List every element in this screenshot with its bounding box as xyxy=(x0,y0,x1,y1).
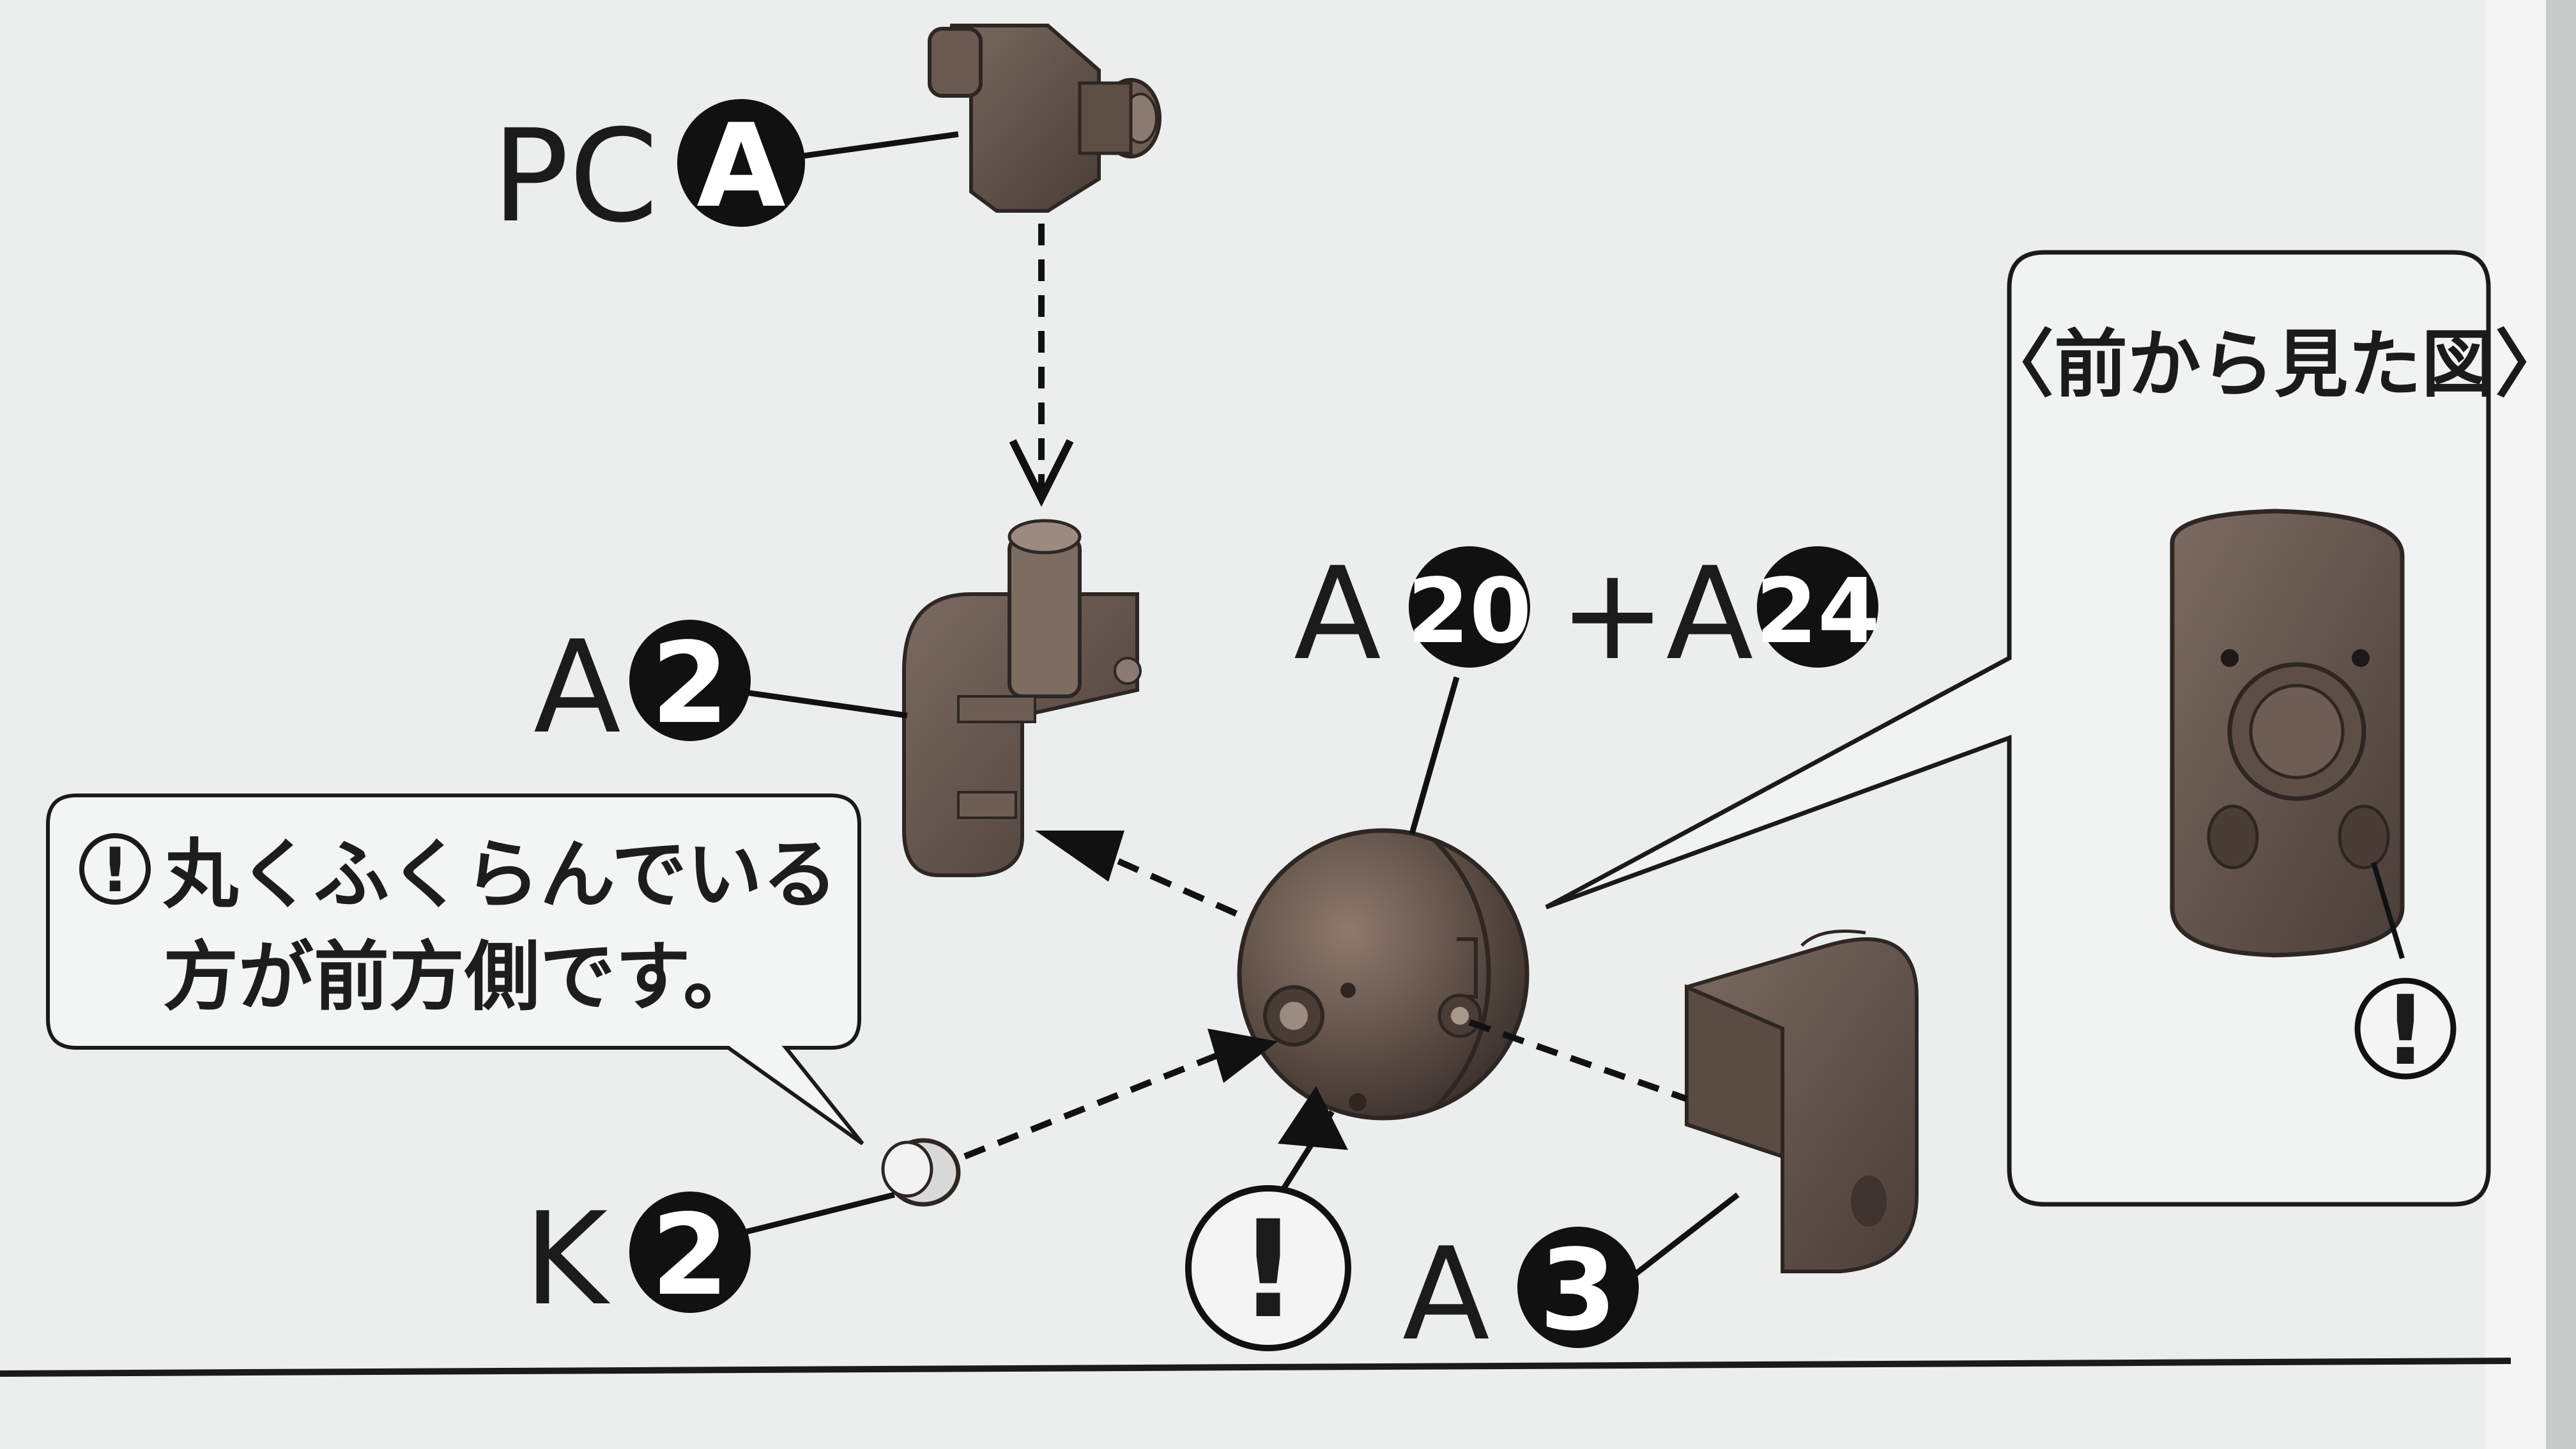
label-a2-id: 2 xyxy=(651,619,729,749)
label-a3: A 3 xyxy=(1402,1220,1639,1369)
part-k2-illustration xyxy=(881,1138,961,1207)
part-pc-a-illustration xyxy=(928,24,1162,213)
label-k2: K 2 xyxy=(524,1185,751,1334)
warning-marker: ! xyxy=(1185,1185,1351,1351)
label-pc-a-prefix: PC xyxy=(492,102,658,251)
part-ball-a20-a24-illustration xyxy=(1237,828,1529,1121)
label-a2-prefix: A xyxy=(533,613,621,762)
page-edge-shadow xyxy=(2546,0,2576,1449)
inset-title: 〈前から見た図〉 xyxy=(1981,322,2568,408)
label-k2-id: 2 xyxy=(651,1191,729,1321)
label-pc-a-id: A xyxy=(696,100,785,233)
inset-warning-icon xyxy=(2354,977,2457,1080)
arrow-k2-to-ball xyxy=(963,1045,1238,1160)
arrow-head-to-a2 xyxy=(1035,831,1124,882)
label-a3-id: 3 xyxy=(1539,1226,1617,1356)
warning-glyph: ! xyxy=(1238,1192,1299,1348)
note-line-1: 丸くふくらんでいる xyxy=(162,831,838,919)
arrow-head-down xyxy=(1009,439,1074,507)
label-a24-id: 24 xyxy=(1756,560,1880,664)
note-icon-glyph: ! xyxy=(101,836,128,906)
leader-a20-a24 xyxy=(1409,676,1460,835)
arrow-a3-to-ball xyxy=(1468,1019,1688,1102)
label-a24-joiner: +A xyxy=(1559,540,1753,689)
leader-a2 xyxy=(728,687,908,719)
arrow-ball-to-a2 xyxy=(1091,847,1238,917)
inset-front-view: 〈前から見た図〉 ! xyxy=(1545,250,2568,1207)
label-pc-a: PC A xyxy=(492,99,805,251)
note-warning-icon xyxy=(79,833,151,905)
label-a20-prefix: A xyxy=(1294,540,1381,689)
note-line-2: 方が前方側です。 xyxy=(163,933,758,1021)
part-a2-illustration xyxy=(902,519,1142,877)
label-k2-prefix: K xyxy=(524,1185,611,1334)
part-a3-illustration xyxy=(1685,930,1919,1273)
label-a20-id: 20 xyxy=(1407,560,1532,664)
leader-pc-a xyxy=(798,131,959,160)
note-callout: ! 丸くふくらんでいる 方が前方側です。 xyxy=(46,793,864,1146)
warning-icon xyxy=(1185,1185,1351,1351)
arrow-head-to-ball xyxy=(1208,1029,1278,1083)
label-a2: A 2 xyxy=(533,613,751,762)
bottom-rule xyxy=(0,1358,2511,1377)
leader-k2 xyxy=(740,1192,896,1236)
warning-pointer xyxy=(1278,1086,1348,1150)
label-a3-prefix: A xyxy=(1402,1220,1490,1369)
label-a20-a24: A 20 +A 24 xyxy=(1294,540,1880,689)
inset-warning-glyph: ! xyxy=(2384,976,2427,1087)
